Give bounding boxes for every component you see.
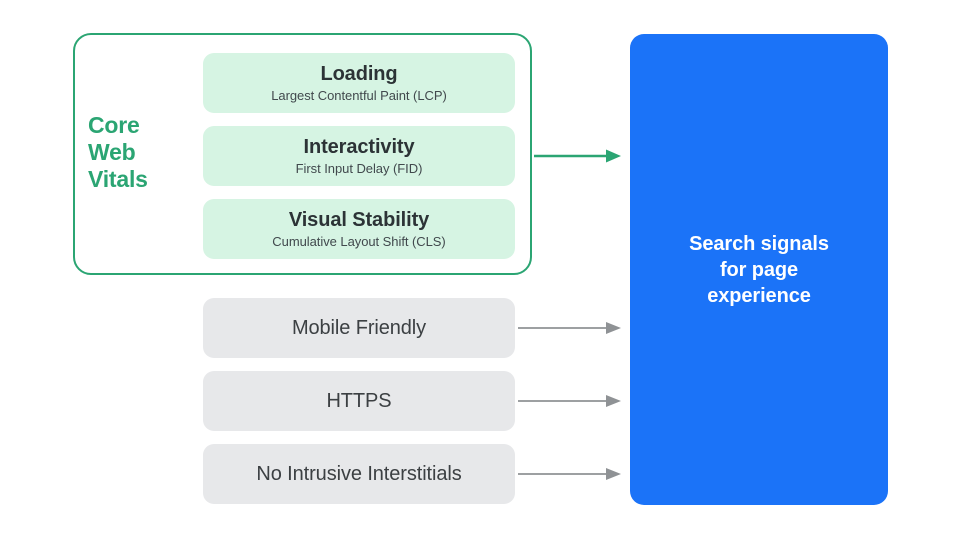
core-web-vitals-arrow [534,149,621,163]
core-web-vitals-label-line-3: Vitals [88,166,148,192]
vital-card-subtitle: First Input Delay (FID) [295,160,423,176]
search-signals-panel-text: Search signals for page experience [689,232,829,307]
signal-box-label: HTTPS [326,390,392,412]
mobile-friendly-arrow [518,322,621,334]
signal-box-no-intrusive-interstitials[interactable]: No Intrusive Interstitials [203,444,515,504]
vital-card-subtitle: Largest Contentful Paint (LCP) [271,87,447,103]
signal-box-label: Mobile Friendly [291,317,427,339]
https-arrow [518,395,621,407]
signal-box-mobile-friendly[interactable]: Mobile Friendly [203,298,515,358]
signal-box-label: No Intrusive Interstitials [256,463,462,485]
core-web-vitals-label-line-2: Web [88,139,136,165]
core-web-vitals-group-label: Core Web Vitals [88,112,194,193]
vital-card-title: Loading [320,62,398,85]
vital-card-title: Interactivity [303,135,415,158]
vital-card-subtitle: Cumulative Layout Shift (CLS) [272,233,446,249]
vital-card-title: Visual Stability [288,208,430,231]
core-web-vitals-label-line-1: Core [88,112,140,138]
search-signals-panel: Search signals for page experience [630,34,888,505]
vital-card-interactivity[interactable]: Interactivity First Input Delay (FID) [203,126,515,186]
vital-card-visual-stability[interactable]: Visual Stability Cumulative Layout Shift… [203,199,515,259]
no-intrusive-interstitials-arrow [518,468,621,480]
signal-box-https[interactable]: HTTPS [203,371,515,431]
vital-card-loading[interactable]: Loading Largest Contentful Paint (LCP) [203,53,515,113]
